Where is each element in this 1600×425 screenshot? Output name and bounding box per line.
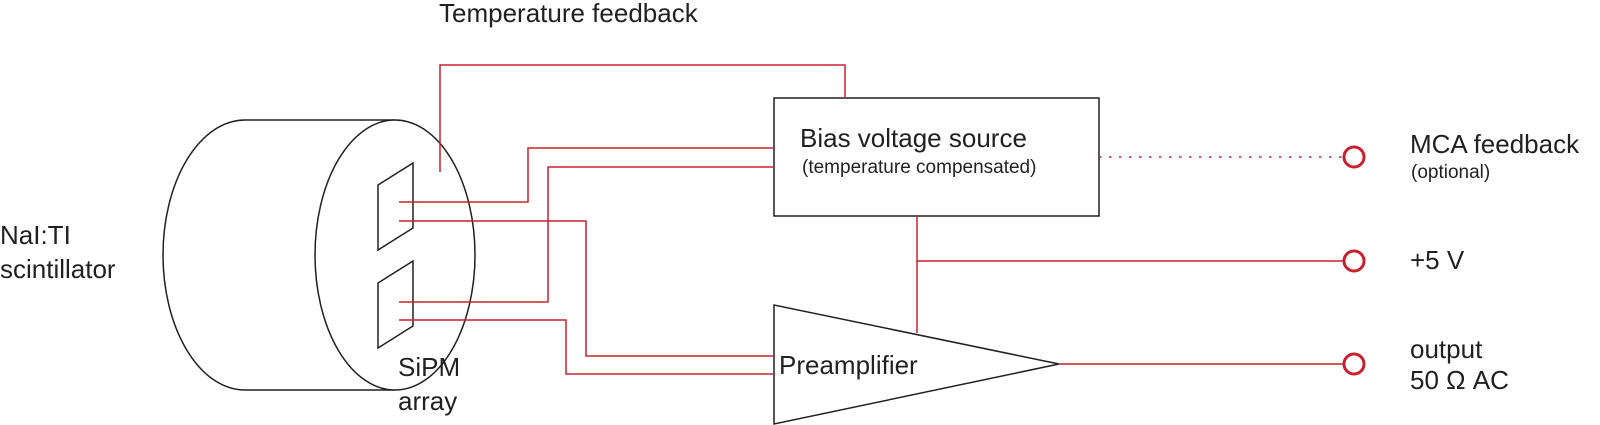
mca-feedback-terminal xyxy=(1342,145,1366,169)
bias-wire-1 xyxy=(399,147,774,203)
bias-voltage-box xyxy=(773,97,1100,217)
preamplifier-triangle xyxy=(773,304,1060,425)
signal-wire-1 xyxy=(399,220,774,357)
scintillator-cylinder xyxy=(162,119,476,391)
cylinder-back-half xyxy=(162,119,246,391)
sipm-label-line2: array xyxy=(398,386,458,416)
scintillator-label-line1: NaI:TI xyxy=(0,220,71,250)
output-terminal xyxy=(1342,352,1366,376)
output-label-line2: 50 Ω AC xyxy=(1410,365,1509,395)
supply-terminal xyxy=(1342,249,1366,273)
temperature-feedback-wire xyxy=(439,64,846,172)
temperature-feedback-label: Temperature feedback xyxy=(439,0,698,28)
signal-wire-2 xyxy=(399,319,774,375)
output-label-line1: output xyxy=(1410,334,1483,364)
bias-voltage-subtitle: (temperature compensated) xyxy=(802,157,1037,178)
scintillator-label-line2: scintillator xyxy=(0,254,116,284)
sipm-chip-top xyxy=(377,161,414,252)
cylinder-front-face xyxy=(314,119,476,391)
sipm-label-line1: SiPM xyxy=(398,352,461,382)
bias-wire-2 xyxy=(399,166,774,303)
sipm-chip-bottom xyxy=(377,259,414,350)
preamplifier-label: Preamplifier xyxy=(779,350,918,380)
wiring xyxy=(399,64,1366,376)
supply-label: +5 V xyxy=(1410,245,1465,275)
mca-feedback-label: MCA feedback xyxy=(1410,129,1580,159)
bias-voltage-title: Bias voltage source xyxy=(800,123,1027,153)
mca-feedback-subtitle: (optional) xyxy=(1411,162,1491,183)
